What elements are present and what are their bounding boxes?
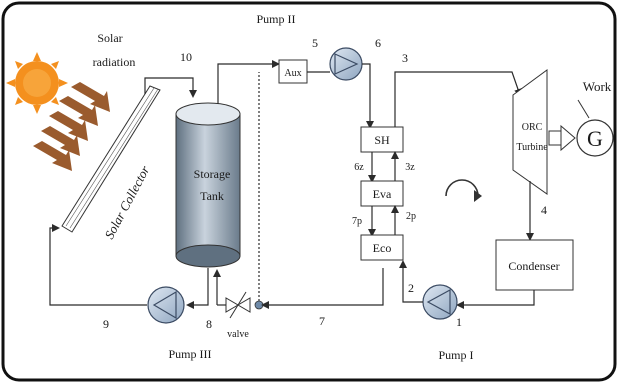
- superheater-label: SH: [374, 133, 390, 147]
- condenser: [495, 239, 574, 291]
- pipe-10: [144, 77, 197, 98]
- pipe-9: [49, 224, 147, 306]
- state-point-8: 8: [206, 317, 212, 331]
- pump-3-icon: [147, 286, 185, 324]
- solar-collector: [61, 85, 161, 233]
- pump-3-label: Pump III: [169, 347, 212, 361]
- economizer-label: Eco: [373, 241, 392, 255]
- solar-radiation-label: Solar: [97, 31, 122, 45]
- state-point-6: 6: [375, 36, 381, 50]
- circulation-arrow-icon: [445, 179, 482, 202]
- pump-2-icon: [329, 47, 363, 81]
- pump-1-icon: [422, 284, 458, 320]
- solar-collector-label: Solar Collector: [101, 162, 152, 241]
- pipe-1: [456, 290, 535, 309]
- storage-tank-label-2: Tank: [200, 189, 224, 203]
- aux-label: Aux: [284, 68, 301, 79]
- state-point-5: 5: [312, 36, 318, 50]
- state-point-9: 9: [103, 317, 109, 331]
- mixing-node-icon: [254, 300, 264, 310]
- state-point-1: 1: [456, 315, 462, 329]
- generator-label: G: [587, 126, 603, 151]
- solar-radiation-label-2: radiation: [93, 55, 136, 69]
- orc-turbine-label-2: Turbine: [516, 142, 548, 153]
- valve-label: valve: [227, 329, 249, 340]
- state-point-2p: 2p: [406, 211, 416, 222]
- state-point-7p: 7p: [352, 216, 362, 227]
- superheater: [360, 126, 404, 153]
- state-point-4: 4: [541, 203, 547, 217]
- orc-turbine: [512, 69, 548, 195]
- state-point-6z: 6z: [354, 162, 364, 173]
- work-pointer: [577, 99, 590, 119]
- evaporator: [360, 180, 404, 207]
- state-point-2: 2: [408, 281, 414, 295]
- state-point-10: 10: [180, 50, 192, 64]
- pipe-3: [394, 71, 522, 127]
- state-point-3z: 3z: [405, 162, 415, 173]
- sun-icon: [6, 52, 68, 114]
- storage-tank-label: Storage: [194, 167, 231, 181]
- work-label: Work: [583, 79, 612, 94]
- pipe-tank-to-pump3: [186, 268, 209, 309]
- pipe-7: [261, 268, 384, 309]
- solar-radiation-arrows-icon: [33, 82, 110, 171]
- condenser-label: Condenser: [508, 259, 559, 273]
- pipe-2: [399, 260, 423, 303]
- valve-icon: [225, 291, 251, 319]
- pump-1-label: Pump I: [438, 348, 473, 362]
- shaft-icon: [548, 124, 576, 152]
- pump-2-label: Pump II: [257, 12, 296, 26]
- storage-tank: [175, 102, 241, 268]
- orc-turbine-label: ORC: [522, 122, 543, 133]
- pipe-tank-to-aux: [217, 60, 280, 104]
- state-point-7: 7: [319, 314, 325, 328]
- state-point-3: 3: [402, 51, 408, 65]
- evaporator-label: Eva: [373, 187, 392, 201]
- pipe-6: [362, 63, 374, 129]
- economizer: [360, 234, 404, 261]
- generator-icon: [576, 119, 614, 157]
